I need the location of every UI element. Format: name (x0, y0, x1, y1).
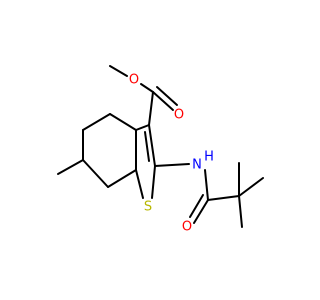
methyl-bond (57, 159, 84, 175)
amide-bond-c-o-double-b (189, 194, 204, 218)
ring-bond-c3-c2-double (144, 131, 150, 162)
amide-nitrogen-label: N (192, 158, 202, 173)
molecule-structure-diagram: O O N H S O (57, 65, 264, 235)
amide-bond-c-o-double-a (193, 199, 209, 224)
tbutyl-bond-right (238, 177, 264, 197)
ester-bond-c3-carbonyl (148, 91, 154, 126)
amide-hydrogen-label: H (204, 150, 214, 165)
amide-bond-c2-n (154, 163, 190, 167)
ring-bond-c3-c2 (148, 124, 156, 167)
ester-oxygen-carbonyl-label: O (174, 108, 184, 123)
thiophene-sulfur-label: S (144, 200, 152, 215)
ring-bond-c5-c4 (82, 113, 111, 131)
tbutyl-bond-down (238, 195, 243, 228)
ester-oxygen-single-label: O (129, 73, 139, 88)
ring-bond-s-c7a (135, 169, 144, 199)
ester-bond-c-o-double-b (156, 86, 178, 106)
amide-bond-c-cq (207, 195, 240, 201)
amide-bond-n-c (204, 169, 209, 201)
ester-bond-c-o-single (140, 83, 154, 93)
bond-layer (57, 65, 264, 228)
amide-carbonyl-oxygen-label: O (182, 220, 192, 235)
ring-bond-c4-c3a (109, 113, 137, 131)
ring-bond-c6-c7 (82, 159, 109, 188)
ring-bond-c2-s (151, 165, 156, 199)
atom-label-layer: O O N H S O (129, 73, 214, 235)
ring-bond-c7-c7a (107, 169, 137, 188)
ring-bond-c3a-c3 (135, 124, 150, 131)
ester-bond-c-o-double-a (152, 91, 174, 111)
ester-bond-o-methyl (109, 65, 128, 77)
